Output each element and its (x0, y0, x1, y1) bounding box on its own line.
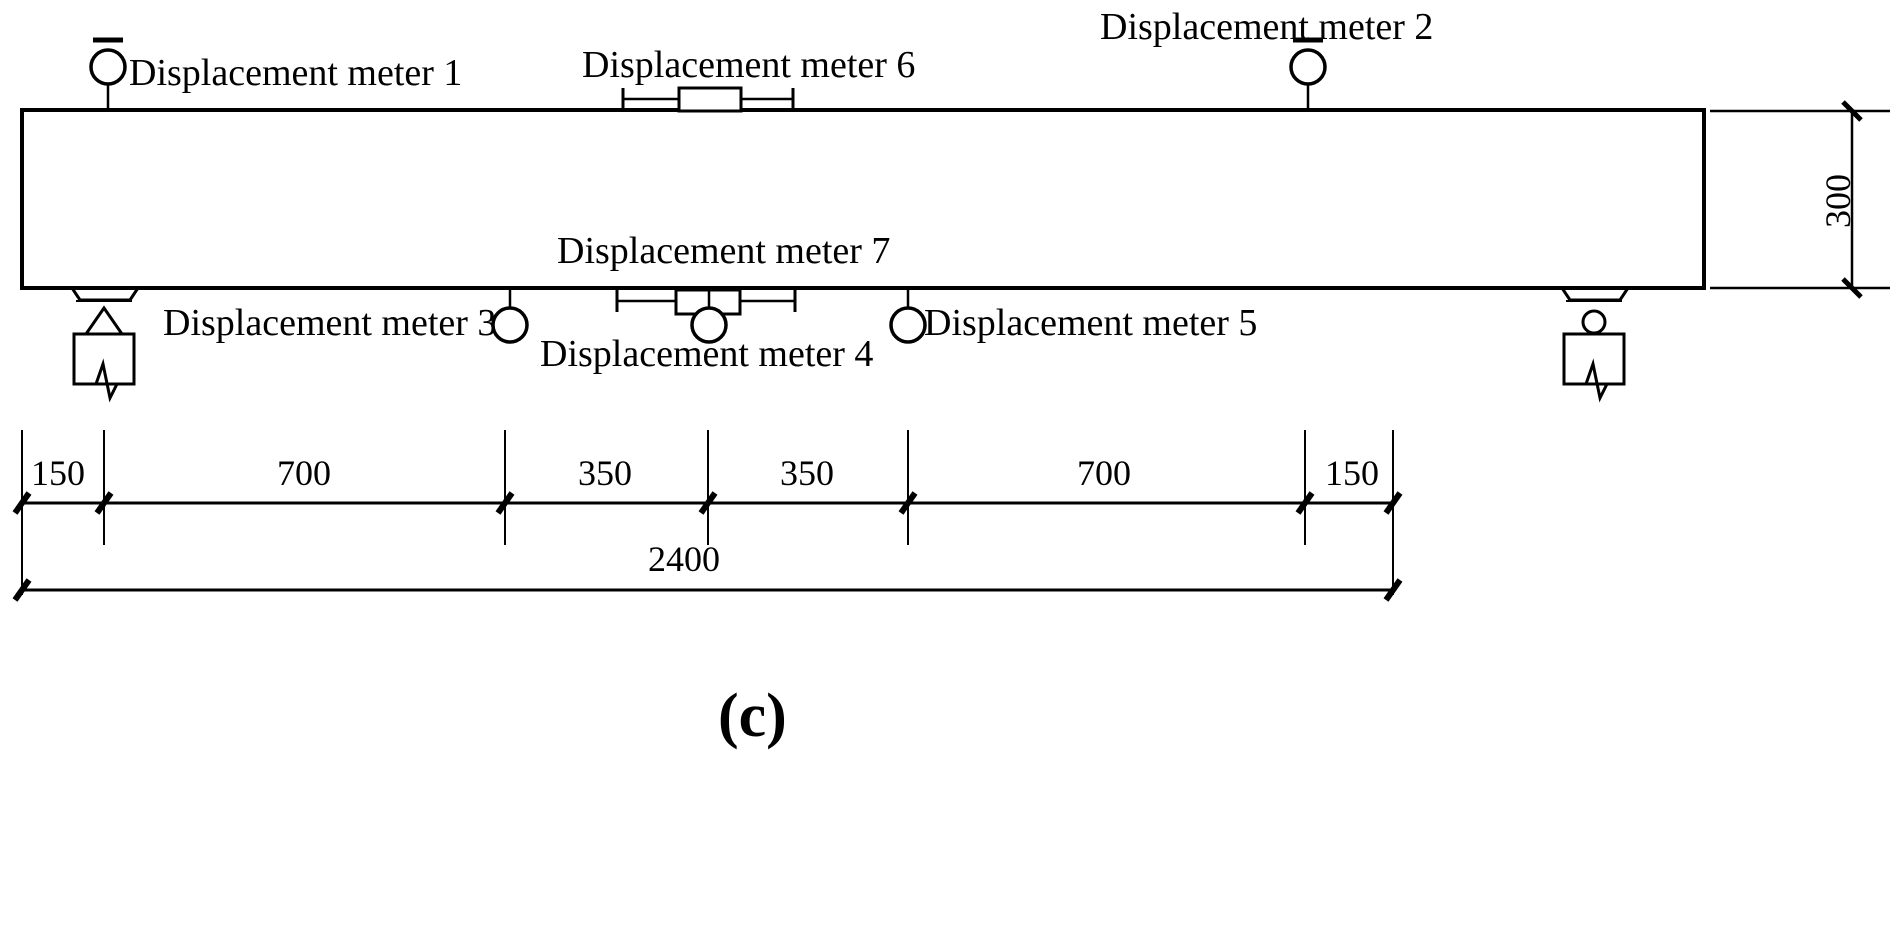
meter-5-symbol (889, 288, 927, 344)
dimension-label-150-left: 150 (31, 453, 85, 493)
meter-1-label: Displacement meter 1 (129, 52, 463, 94)
beam-outline (20, 108, 1706, 290)
meter-7-label: Displacement meter 7 (557, 230, 891, 272)
dimension-height-300 (1710, 100, 1890, 299)
meter-2-label: Displacement meter 2 (1100, 6, 1434, 48)
dimension-chain (12, 430, 1403, 545)
meter-2-symbol (1289, 37, 1327, 110)
support-left (70, 287, 140, 403)
roller-circle-right (1581, 309, 1607, 335)
figure-caption: (c) (718, 682, 787, 750)
dimension-height-label: 300 (1818, 174, 1858, 228)
meter-3-symbol (491, 288, 529, 344)
meter-5-label: Displacement meter 5 (924, 302, 1258, 344)
dimension-label-350-left: 350 (578, 453, 632, 493)
meter-3-label: Displacement meter 3 (163, 302, 497, 344)
dimension-label-700-left: 700 (277, 453, 331, 493)
dimension-label-overall: 2400 (648, 539, 720, 579)
meter-1-symbol (89, 37, 127, 110)
dimension-label-150-right: 150 (1325, 453, 1379, 493)
support-right (1560, 287, 1630, 403)
dimension-label-350-right: 350 (780, 453, 834, 493)
dimension-overall-2400 (12, 503, 1403, 602)
meter-6-symbol (621, 86, 795, 113)
meter-4-label: Displacement meter 4 (540, 333, 874, 375)
meter-4-symbol (690, 288, 728, 344)
dimension-label-700-right: 700 (1077, 453, 1131, 493)
meter-6-label: Displacement meter 6 (582, 44, 916, 86)
